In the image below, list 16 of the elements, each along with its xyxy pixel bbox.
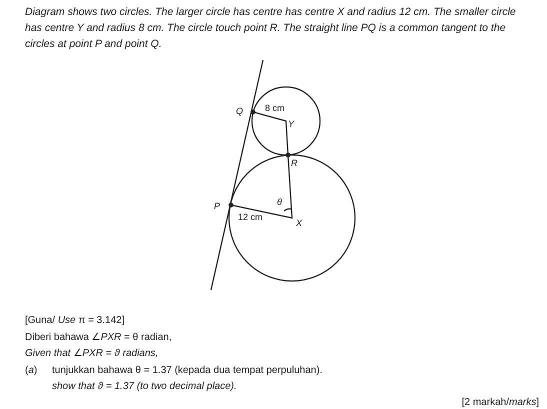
part-label: (a) [25,364,38,378]
note-text: [Guna/ Use π = 3.142] [25,314,124,328]
problem-text: Diagram shows two circles. The larger circle has centre has centre X and radius 12 cm. The smaller circle has centre Y and radius 8 cm. The circle touch point R. The straight line PQ is a common tangent to the circles at point P and point Q. [25,5,517,52]
length-label: 8 cm [265,102,285,115]
question-text: Given that ∠PXR = ϑ radians, [25,347,158,361]
point-label: Q [236,105,244,118]
angle-label: θ [277,196,282,209]
point-label: P [214,200,220,213]
question-text: Diberi bahawa ∠PXR = θ radian, [25,331,172,345]
question-text: tunjukkan bahawa θ = 1.37 (kepada dua tempat perpuluhan). [52,364,322,378]
length-label: 12 cm [238,211,263,224]
point-label: Y [288,118,294,131]
point-label: X [296,217,302,230]
marks-text: [2 markah/marks] [462,396,539,409]
question-text: show that ϑ = 1.37 (to two decimal place). [52,380,237,394]
point-label: R [291,157,298,170]
